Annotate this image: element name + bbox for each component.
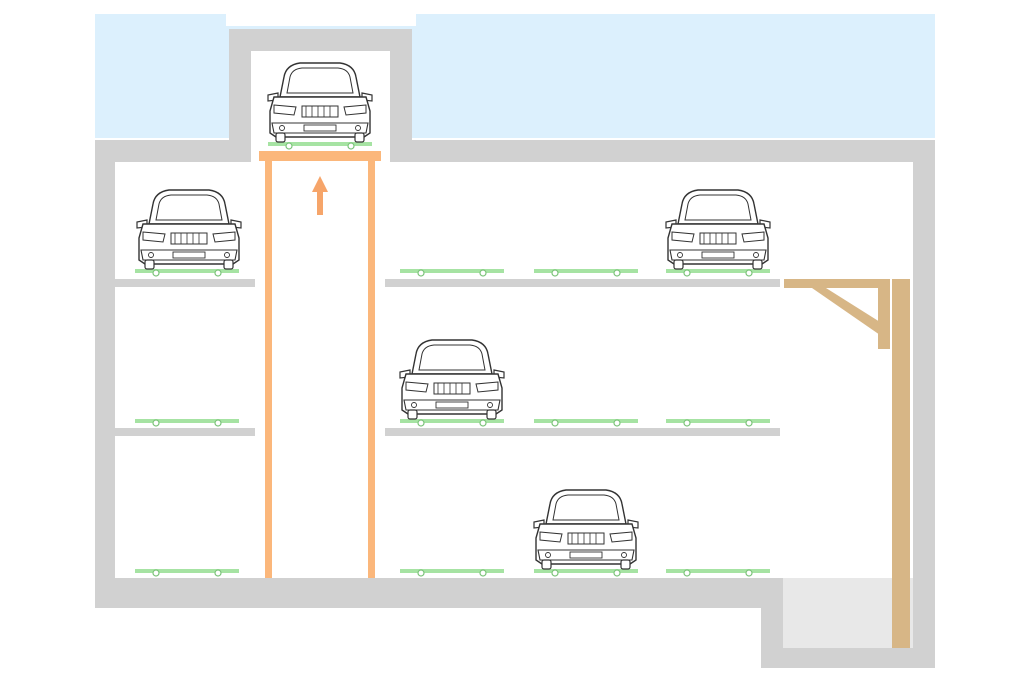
floor-slabs bbox=[115, 279, 780, 436]
pallet bbox=[533, 568, 639, 577]
pallet bbox=[533, 268, 639, 277]
car-front-icon bbox=[533, 489, 639, 570]
sky bbox=[95, 14, 935, 138]
building-walls bbox=[95, 140, 935, 668]
car-front-icon bbox=[136, 189, 242, 270]
pallet bbox=[134, 568, 240, 577]
sky-gap bbox=[226, 14, 416, 26]
pallet bbox=[665, 268, 771, 277]
pallet bbox=[399, 418, 505, 427]
pallet bbox=[134, 268, 240, 277]
pallet bbox=[665, 418, 771, 427]
pallet bbox=[399, 268, 505, 277]
pallet bbox=[533, 418, 639, 427]
car-front-icon bbox=[665, 189, 771, 270]
pit bbox=[783, 578, 913, 648]
arrow-up-icon bbox=[312, 176, 328, 215]
pallet bbox=[134, 418, 240, 427]
pallet bbox=[665, 568, 771, 577]
lift-shaft bbox=[259, 151, 381, 578]
car-front-icon bbox=[399, 339, 505, 420]
bracket bbox=[784, 279, 910, 648]
pallet bbox=[399, 568, 505, 577]
